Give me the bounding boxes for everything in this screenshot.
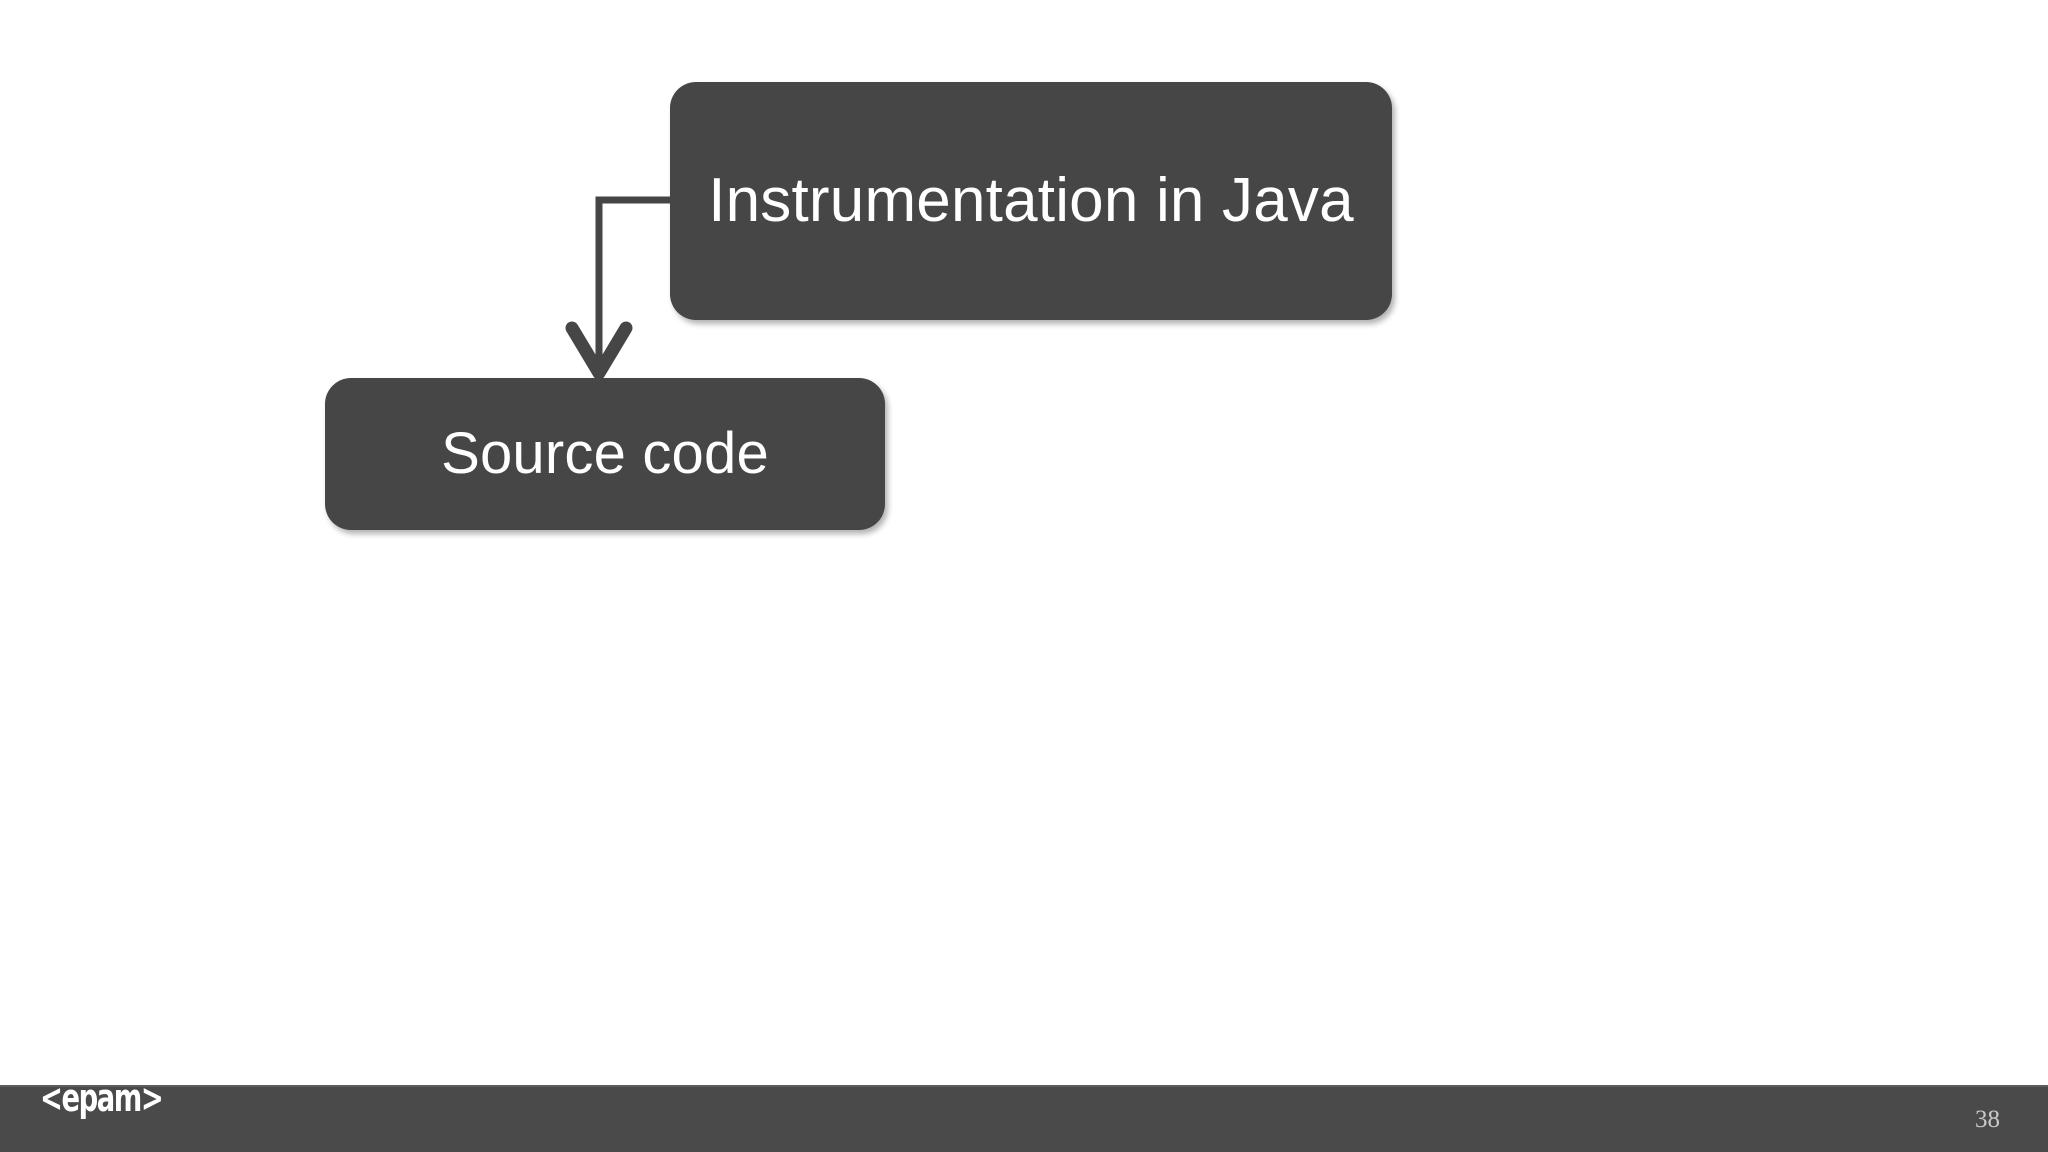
node-source-code[interactable]: Source code [325,378,885,530]
epam-logo: <epam> [40,1076,210,1142]
slide-footer: <epam> 38 [0,1076,2048,1152]
node-instrumentation-in-java[interactable]: Instrumentation in Java [670,82,1392,320]
node-instrumentation-in-java-label: Instrumentation in Java [708,166,1354,236]
node-source-code-label: Source code [441,420,769,486]
flowchart-diagram: Instrumentation in Java Source code [325,82,1392,530]
epam-logo-text: <epam> [40,1075,164,1120]
page-number: 38 [1975,1105,2000,1133]
